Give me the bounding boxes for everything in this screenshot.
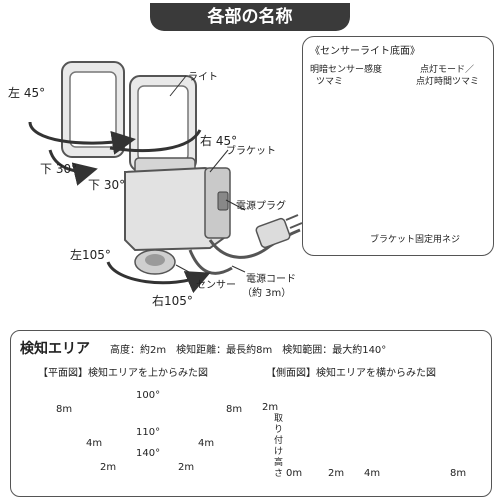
plan-angle-140: 140° (136, 448, 161, 459)
inset-title: 《センサーライト底面》 (310, 46, 420, 57)
plan-caption: 【平面図】検知エリアを上からみた図 (38, 368, 208, 379)
screw-label: ブラケット固定用ネジ (370, 235, 461, 245)
light-head-right (129, 75, 197, 172)
angle-down-30-a: 下 30° (40, 162, 78, 176)
plan-dist-4m-left: 4m (86, 438, 103, 449)
angle-left-45: 左 45° (8, 86, 46, 100)
side-height-2m: 2m (262, 402, 279, 413)
light-head-left (61, 61, 125, 158)
bracket-screw-icon (217, 191, 229, 211)
plan-dist-2m-left: 2m (100, 462, 117, 473)
angle-left-105: 左105° (70, 248, 111, 262)
plan-dist-4m-right: 4m (198, 438, 215, 449)
leader-light (169, 75, 187, 97)
tilt-down-30-arrow (48, 149, 98, 186)
leader-cord (231, 265, 246, 273)
leader-bracket (209, 149, 229, 173)
label-bracket: ブラケット (226, 146, 276, 157)
angle-down-30-b: 下 30° (88, 178, 126, 192)
page-title: 各部の名称 (150, 3, 350, 31)
angle-right-45: 右 45° (200, 134, 238, 148)
plan-angle-100: 100° (136, 390, 161, 401)
side-caption: 【側面図】検知エリアを横からみた図 (266, 368, 436, 379)
detection-specs: 高度：約2m 検知距離：最長約8m 検知範囲：最大約140° (110, 345, 387, 356)
knob-left-label-1: 明暗センサー感度 (310, 65, 383, 75)
rotate-right-45-arrow (109, 129, 202, 153)
power-plug (255, 214, 303, 249)
label-light: ライト (188, 72, 218, 83)
detection-area-panel (10, 330, 492, 497)
side-x-0m: 0m (286, 468, 303, 479)
knob-right-label-2: 点灯時間ツマミ (416, 77, 480, 87)
detection-title: 検知エリア (20, 341, 90, 357)
angle-right-105: 右105° (152, 294, 193, 308)
side-mount-note: 取り付け高さ (274, 414, 284, 479)
leader-sensor (175, 264, 201, 279)
side-x-8m: 8m (450, 468, 467, 479)
bottom-view-inset (302, 36, 494, 256)
label-power-cord-length: （約 3m） (242, 288, 292, 299)
sensor-dome (134, 249, 176, 275)
rotate-105-arrow (106, 261, 211, 294)
label-power-plug: 電源プラグ (236, 201, 286, 212)
plan-dist-8m-left: 8m (56, 404, 73, 415)
side-x-2m: 2m (328, 468, 345, 479)
rotate-left-45-arrow (28, 121, 136, 155)
label-power-cord: 電源コード (246, 274, 296, 285)
plan-dist-2m-right: 2m (178, 462, 195, 473)
knob-right-label-1: 点灯モード／ (420, 65, 475, 75)
knob-left-label-2: ツマミ (316, 77, 344, 87)
sensor-light-body (124, 166, 231, 252)
leader-plug (225, 199, 246, 211)
label-sensor: センサー (196, 280, 236, 291)
side-x-4m: 4m (364, 468, 381, 479)
plan-dist-8m-right: 8m (226, 404, 243, 415)
plan-angle-110: 110° (136, 427, 161, 438)
